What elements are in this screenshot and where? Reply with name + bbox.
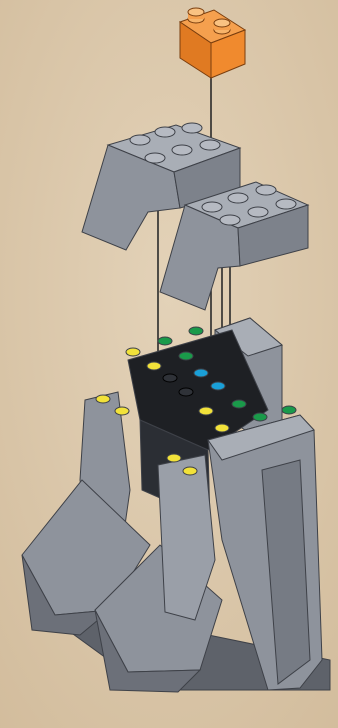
build-instruction-illustration bbox=[0, 0, 338, 728]
